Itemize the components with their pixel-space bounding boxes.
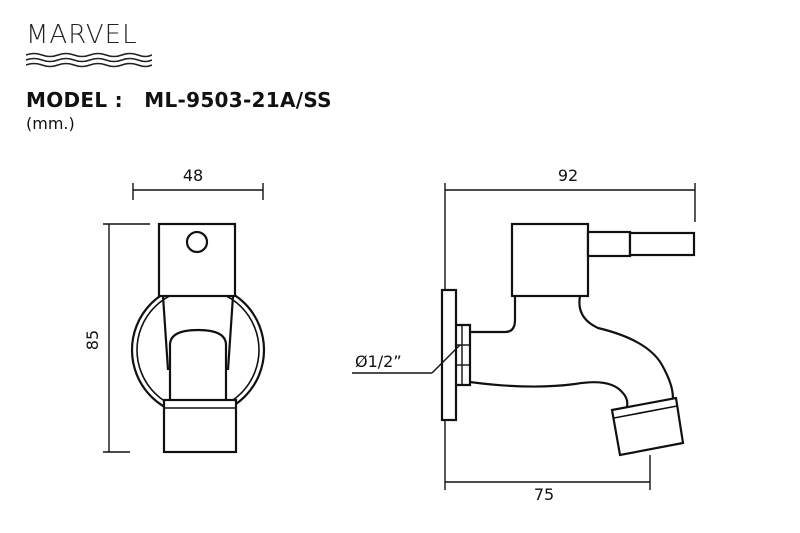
side-lever-grip — [628, 231, 696, 257]
side-length-label: 92 — [558, 166, 578, 185]
side-spout-upper — [578, 295, 674, 405]
front-body-sides — [161, 295, 235, 371]
model-heading: MODEL : ML-9503-21A/SS — [26, 88, 332, 112]
side-lever-base — [586, 230, 632, 258]
brand-name: MARVEL — [26, 20, 138, 50]
thread-label: Ø1/2” — [355, 352, 402, 371]
model-number: ML-9503-21A/SS — [144, 88, 332, 112]
front-handle-block — [157, 222, 237, 298]
front-width-dimension — [132, 183, 264, 200]
front-height-label: 85 — [83, 330, 102, 350]
front-height-dimension — [103, 223, 150, 453]
front-handle-hole — [185, 230, 209, 254]
side-reach-dimension — [444, 420, 651, 490]
brand-logo: MARVEL — [26, 22, 156, 72]
side-reach-label: 75 — [534, 485, 554, 504]
front-spout — [168, 328, 228, 400]
wave-logo-mark — [26, 52, 152, 68]
front-view — [130, 222, 266, 454]
thread-callout — [352, 344, 461, 374]
front-width-label: 48 — [183, 166, 203, 185]
side-wall-plate — [440, 288, 458, 422]
side-length-dimension — [444, 183, 696, 290]
side-spout-lower — [469, 380, 629, 411]
side-hex-nut — [456, 323, 472, 387]
side-view — [440, 222, 696, 457]
side-handle-block — [510, 222, 590, 298]
side-body-top — [470, 295, 517, 334]
unit-note: (mm.) — [26, 114, 75, 133]
model-label: MODEL : — [26, 88, 123, 112]
side-aerator — [610, 396, 685, 457]
